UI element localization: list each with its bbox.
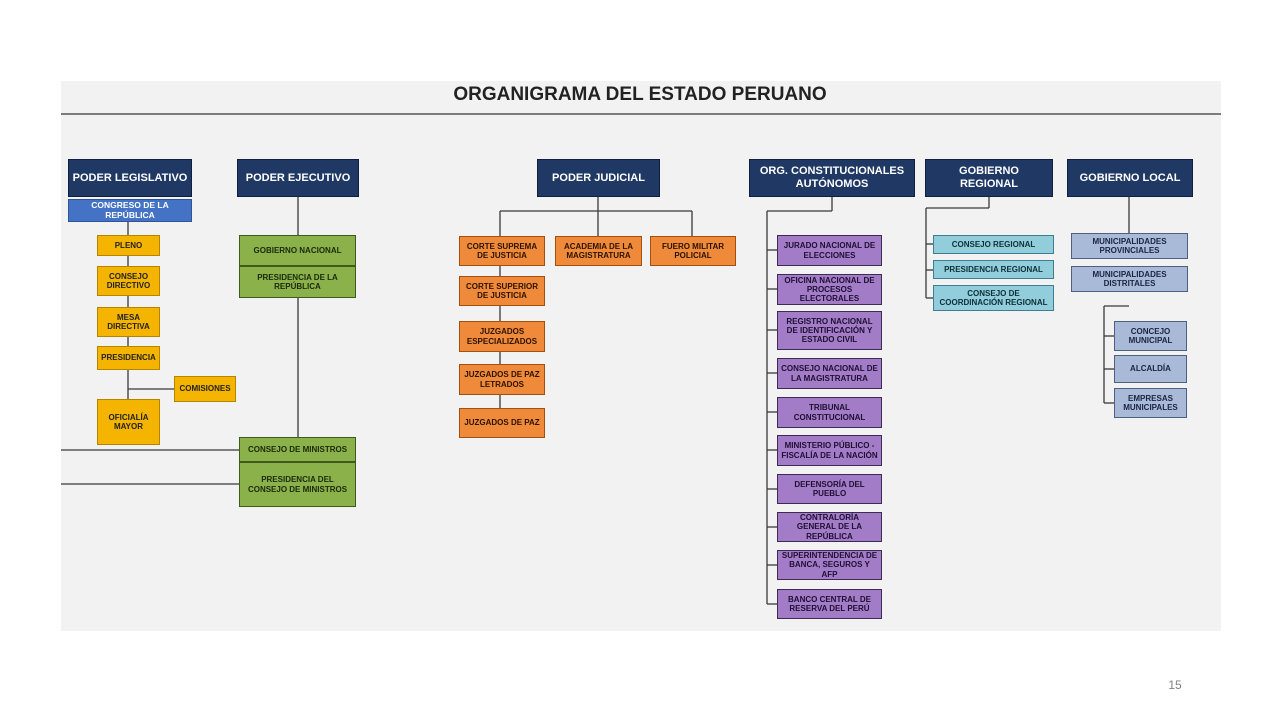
node-alcaldia: ALCALDÍA (1114, 355, 1187, 383)
node-defensoria-del-pueblo: DEFENSORÍA DEL PUEBLO (777, 474, 882, 504)
node-consejo-nacional-magistratura: CONSEJO NACIONAL DE LA MAGISTRATURA (777, 358, 882, 389)
header-poder-ejecutivo: PODER EJECUTIVO (237, 159, 359, 197)
node-municipalidades-provinciales: MUNICIPALIDADES PROVINCIALES (1071, 233, 1188, 259)
node-consejo-directivo: CONSEJO DIRECTIVO (97, 266, 160, 296)
node-onpe: OFICINA NACIONAL DE PROCESOS ELECTORALES (777, 274, 882, 305)
node-jurado-nacional-elecciones: JURADO NACIONAL DE ELECCIONES (777, 235, 882, 266)
node-juzgados-especializados: JUZGADOS ESPECIALIZADOS (459, 321, 545, 352)
node-fuero-militar-policial: FUERO MILITAR POLICIAL (650, 236, 736, 266)
node-pleno: PLENO (97, 235, 160, 256)
header-poder-judicial: PODER JUDICIAL (537, 159, 660, 197)
node-oficialia-mayor: OFICIALÍA MAYOR (97, 399, 160, 445)
node-superintendencia-banca: SUPERINTENDENCIA DE BANCA, SEGUROS Y AFP (777, 550, 882, 580)
node-municipalidades-distritales: MUNICIPALIDADES DISTRITALES (1071, 266, 1188, 292)
node-reniec: REGISTRO NACIONAL DE IDENTIFICACIÓN Y ES… (777, 311, 882, 350)
node-comisiones: COMISIONES (174, 376, 236, 402)
header-gobierno-local: GOBIERNO LOCAL (1067, 159, 1193, 197)
node-presidencia-de-la-republica: PRESIDENCIA DE LA REPÚBLICA (239, 266, 356, 298)
page-number: 15 (1168, 678, 1182, 692)
node-tribunal-constitucional: TRIBUNAL CONSTITUCIONAL (777, 397, 882, 428)
node-contraloria-general: CONTRALORÍA GENERAL DE LA REPÚBLICA (777, 512, 882, 542)
node-consejo-regional: CONSEJO REGIONAL (933, 235, 1054, 254)
node-corte-suprema: CORTE SUPREMA DE JUSTICIA (459, 236, 545, 266)
node-presidencia-regional: PRESIDENCIA REGIONAL (933, 260, 1054, 279)
header-poder-legislativo: PODER LEGISLATIVO (68, 159, 192, 197)
node-juzgados-de-paz: JUZGADOS DE PAZ (459, 408, 545, 438)
header-gobierno-regional: GOBIERNO REGIONAL (925, 159, 1053, 197)
node-banco-central-reserva: BANCO CENTRAL DE RESERVA DEL PERÚ (777, 589, 882, 619)
chart-title-text: ORGANIGRAMA DEL ESTADO PERUANO (453, 84, 827, 105)
node-ministerio-publico: MINISTERIO PÚBLICO - FISCALÍA DE LA NACI… (777, 435, 882, 466)
congreso-de-la-republica: CONGRESO DE LA REPÚBLICA (68, 199, 192, 222)
node-concejo-municipal: CONCEJO MUNICIPAL (1114, 321, 1187, 351)
node-corte-superior: CORTE SUPERIOR DE JUSTICIA (459, 276, 545, 306)
node-consejo-coordinacion-regional: CONSEJO DE COORDINACIÓN REGIONAL (933, 285, 1054, 311)
node-academia-magistratura: ACADEMIA DE LA MAGISTRATURA (555, 236, 642, 266)
node-gobierno-nacional: GOBIERNO NACIONAL (239, 235, 356, 266)
node-empresas-municipales: EMPRESAS MUNICIPALES (1114, 388, 1187, 418)
node-consejo-de-ministros: CONSEJO DE MINISTROS (239, 437, 356, 462)
node-mesa-directiva: MESA DIRECTIVA (97, 307, 160, 337)
header-org-constitucionales: ORG. CONSTITUCIONALES AUTÓNOMOS (749, 159, 915, 197)
node-presidencia: PRESIDENCIA (97, 346, 160, 370)
node-presidencia-del-consejo-de-ministros: PRESIDENCIA DEL CONSEJO DE MINISTROS (239, 462, 356, 507)
node-juzgados-paz-letrados: JUZGADOS DE PAZ LETRADOS (459, 364, 545, 395)
